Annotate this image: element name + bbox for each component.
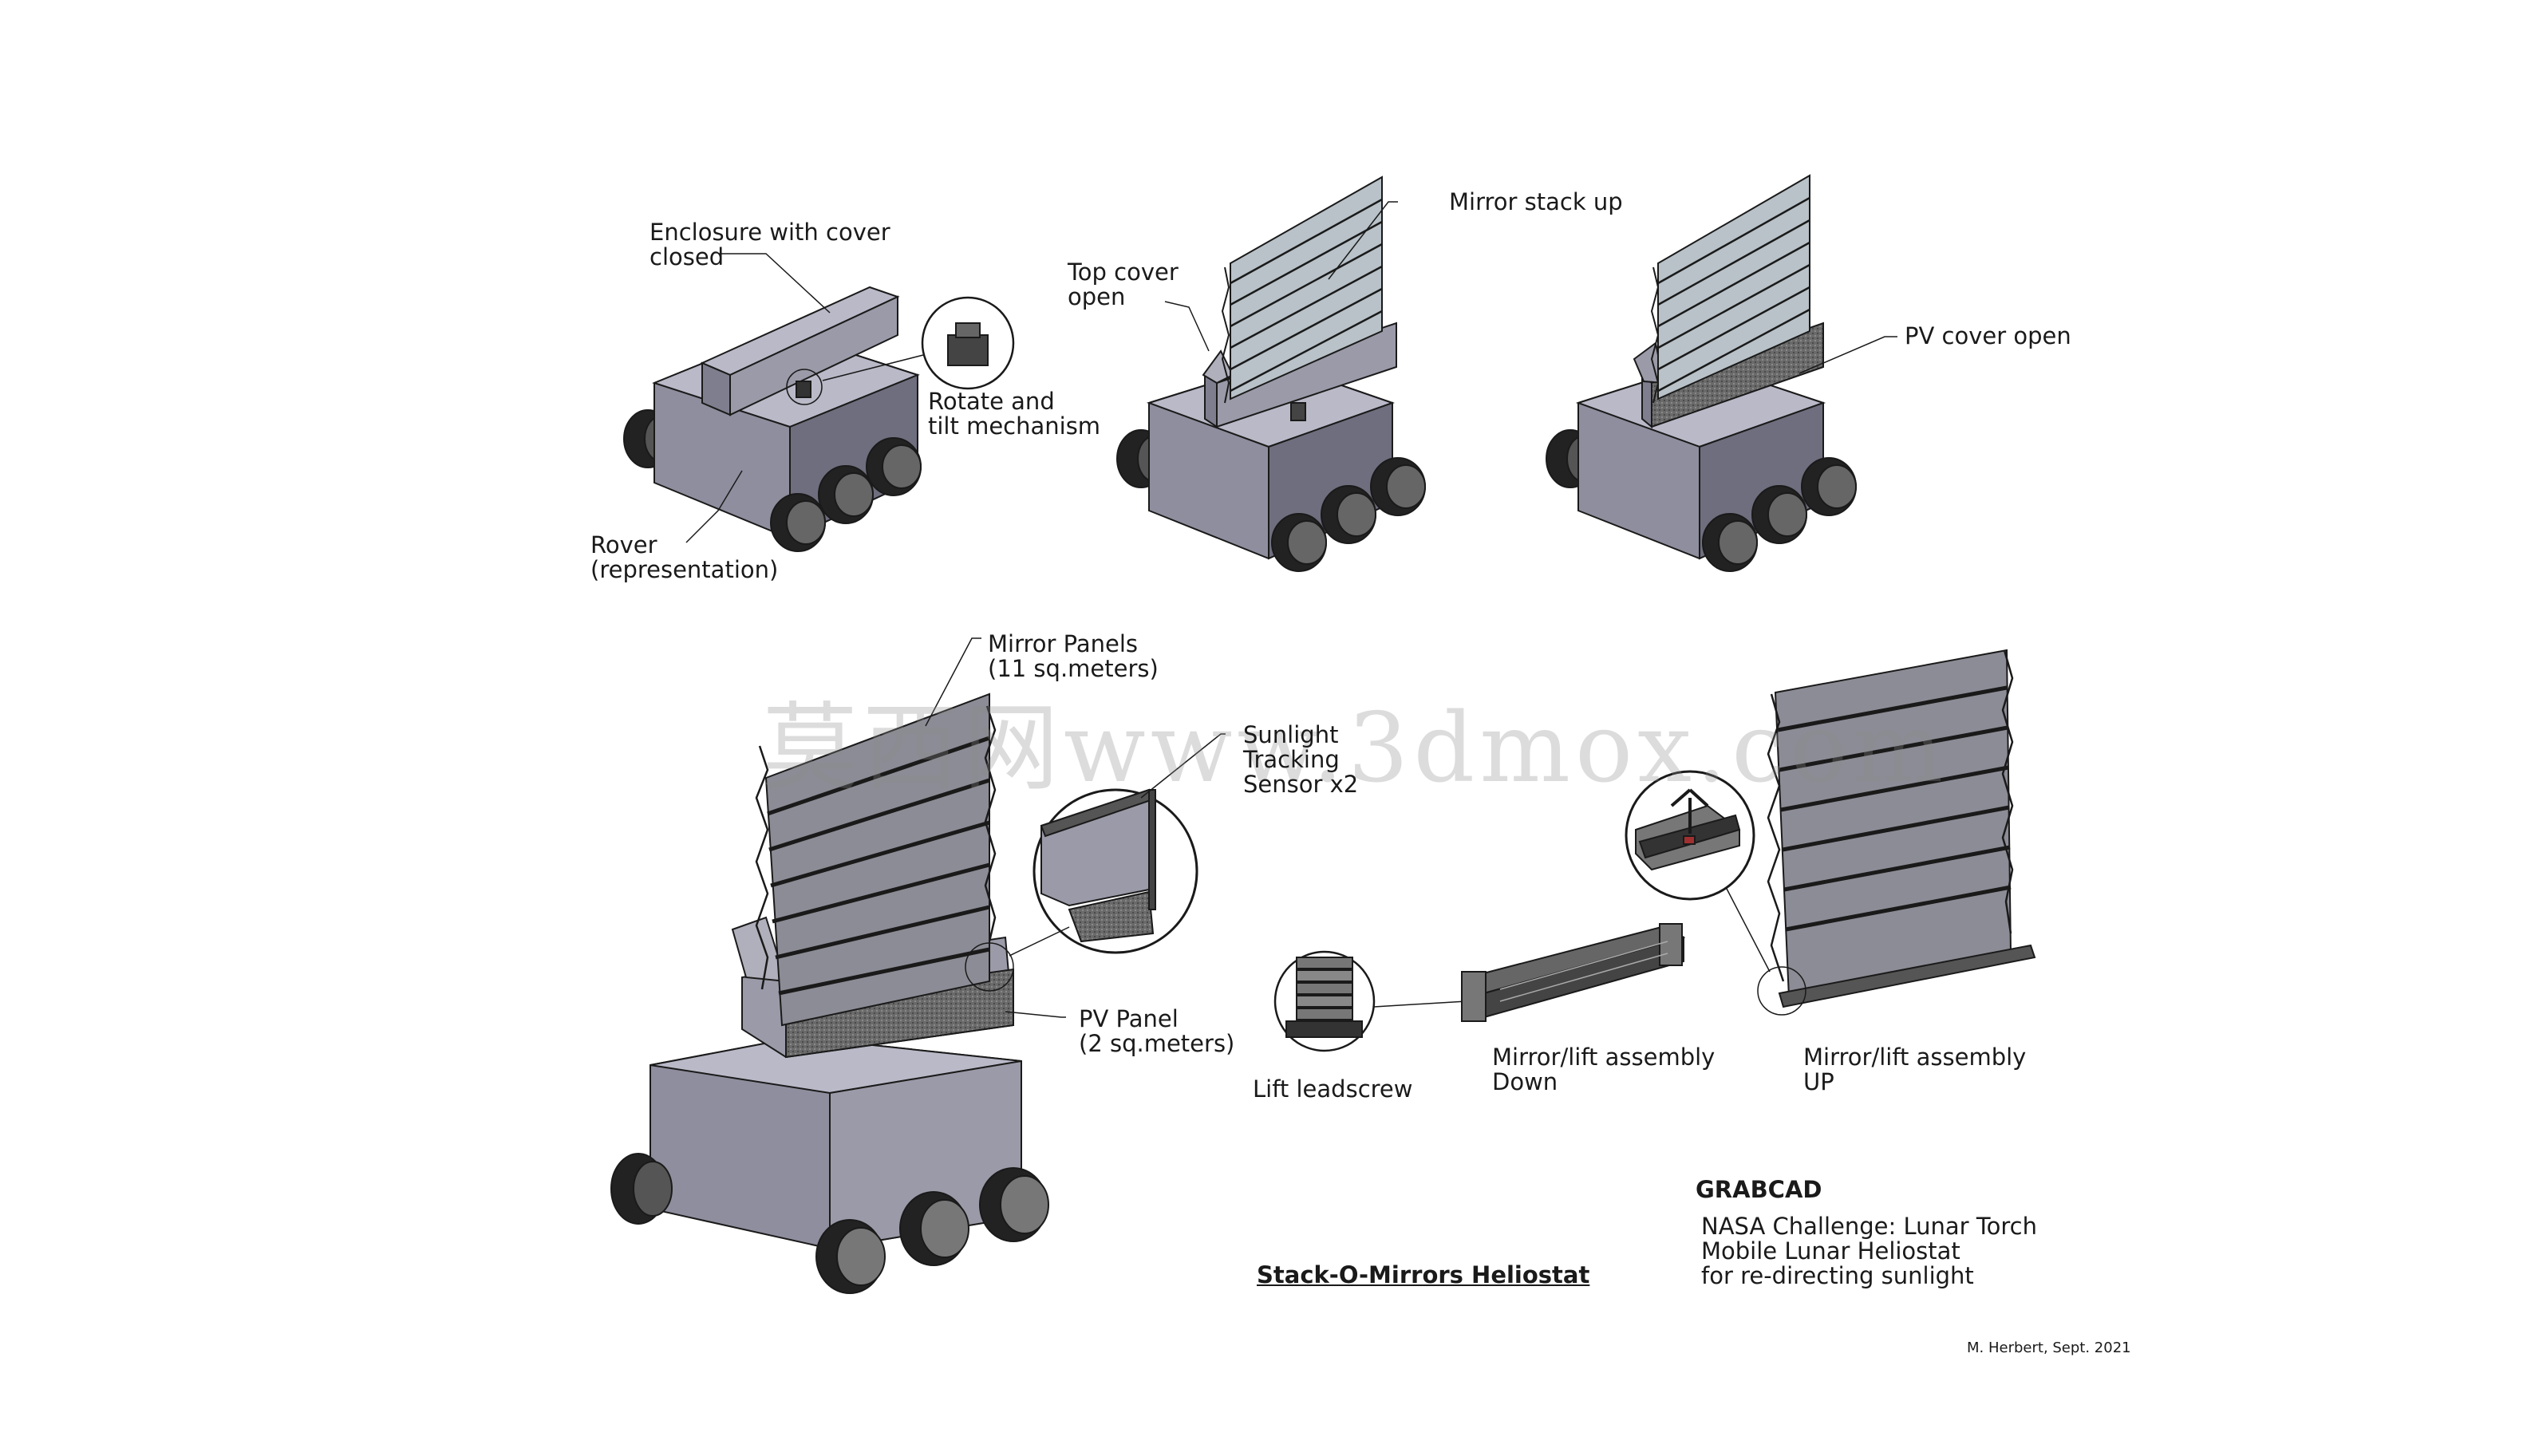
wheel: [1370, 457, 1426, 516]
watermark: 莫西网www.3dmox.com: [762, 693, 1949, 804]
label-rover: Rover (representation): [590, 531, 779, 583]
mirror-slats: [767, 736, 990, 996]
wheel: [1321, 485, 1376, 544]
label-mirror-panels: Mirror Panels (11 sq.meters): [988, 630, 1159, 682]
view-assembly-up: [1625, 649, 2036, 1016]
wheel: [979, 1167, 1049, 1242]
label-pv-panel: PV Panel (2 sq.meters): [1079, 1005, 1235, 1057]
wheel: [610, 1153, 673, 1225]
mirror-slats: [1777, 685, 2012, 932]
mirror-slats: [1657, 196, 1810, 393]
wheel: [770, 493, 826, 552]
wheel: [899, 1191, 969, 1266]
wheel: [1702, 513, 1758, 572]
drawing-title: Stack-O-Mirrors Heliostat: [1257, 1261, 1590, 1288]
label-assembly-down: Mirror/lift assembly Down: [1492, 1044, 1716, 1095]
wheel: [1271, 513, 1327, 572]
view-deployed-heliostat: [610, 637, 1226, 1294]
label-pv-cover: PV cover open: [1905, 322, 2071, 349]
view-mirror-stack-up: [1116, 176, 1426, 572]
leadscrew-stack: [1285, 957, 1363, 1038]
label-rotate-tilt: Rotate and tilt mechanism: [928, 388, 1101, 440]
view-assembly-down: [1273, 923, 1686, 1052]
title-block-description: NASA Challenge: Lunar Torch Mobile Lunar…: [1701, 1213, 2037, 1289]
label-sunlight-sensor: Sunlight Tracking Sensor x2: [1243, 721, 1359, 798]
title-block-brand: GRABCAD: [1696, 1176, 1822, 1203]
label-lift-leadscrew: Lift leadscrew: [1253, 1075, 1413, 1103]
wheel: [1801, 457, 1857, 516]
wheel: [866, 437, 922, 496]
label-assembly-up: Mirror/lift assembly UP: [1803, 1044, 2027, 1095]
label-mirror-stack: Mirror stack up: [1449, 188, 1623, 215]
view-rover-closed: [623, 253, 1015, 552]
wheel: [818, 465, 874, 524]
author-credit: M. Herbert, Sept. 2021: [1967, 1340, 2131, 1356]
view-pv-cover-open: [1546, 174, 1897, 572]
label-top-cover: Top cover open: [1068, 258, 1179, 310]
mirror-slats: [1230, 198, 1383, 393]
label-enclosure: Enclosure with cover closed: [650, 219, 890, 270]
wheel: [1751, 485, 1807, 544]
wheel: [815, 1219, 886, 1294]
